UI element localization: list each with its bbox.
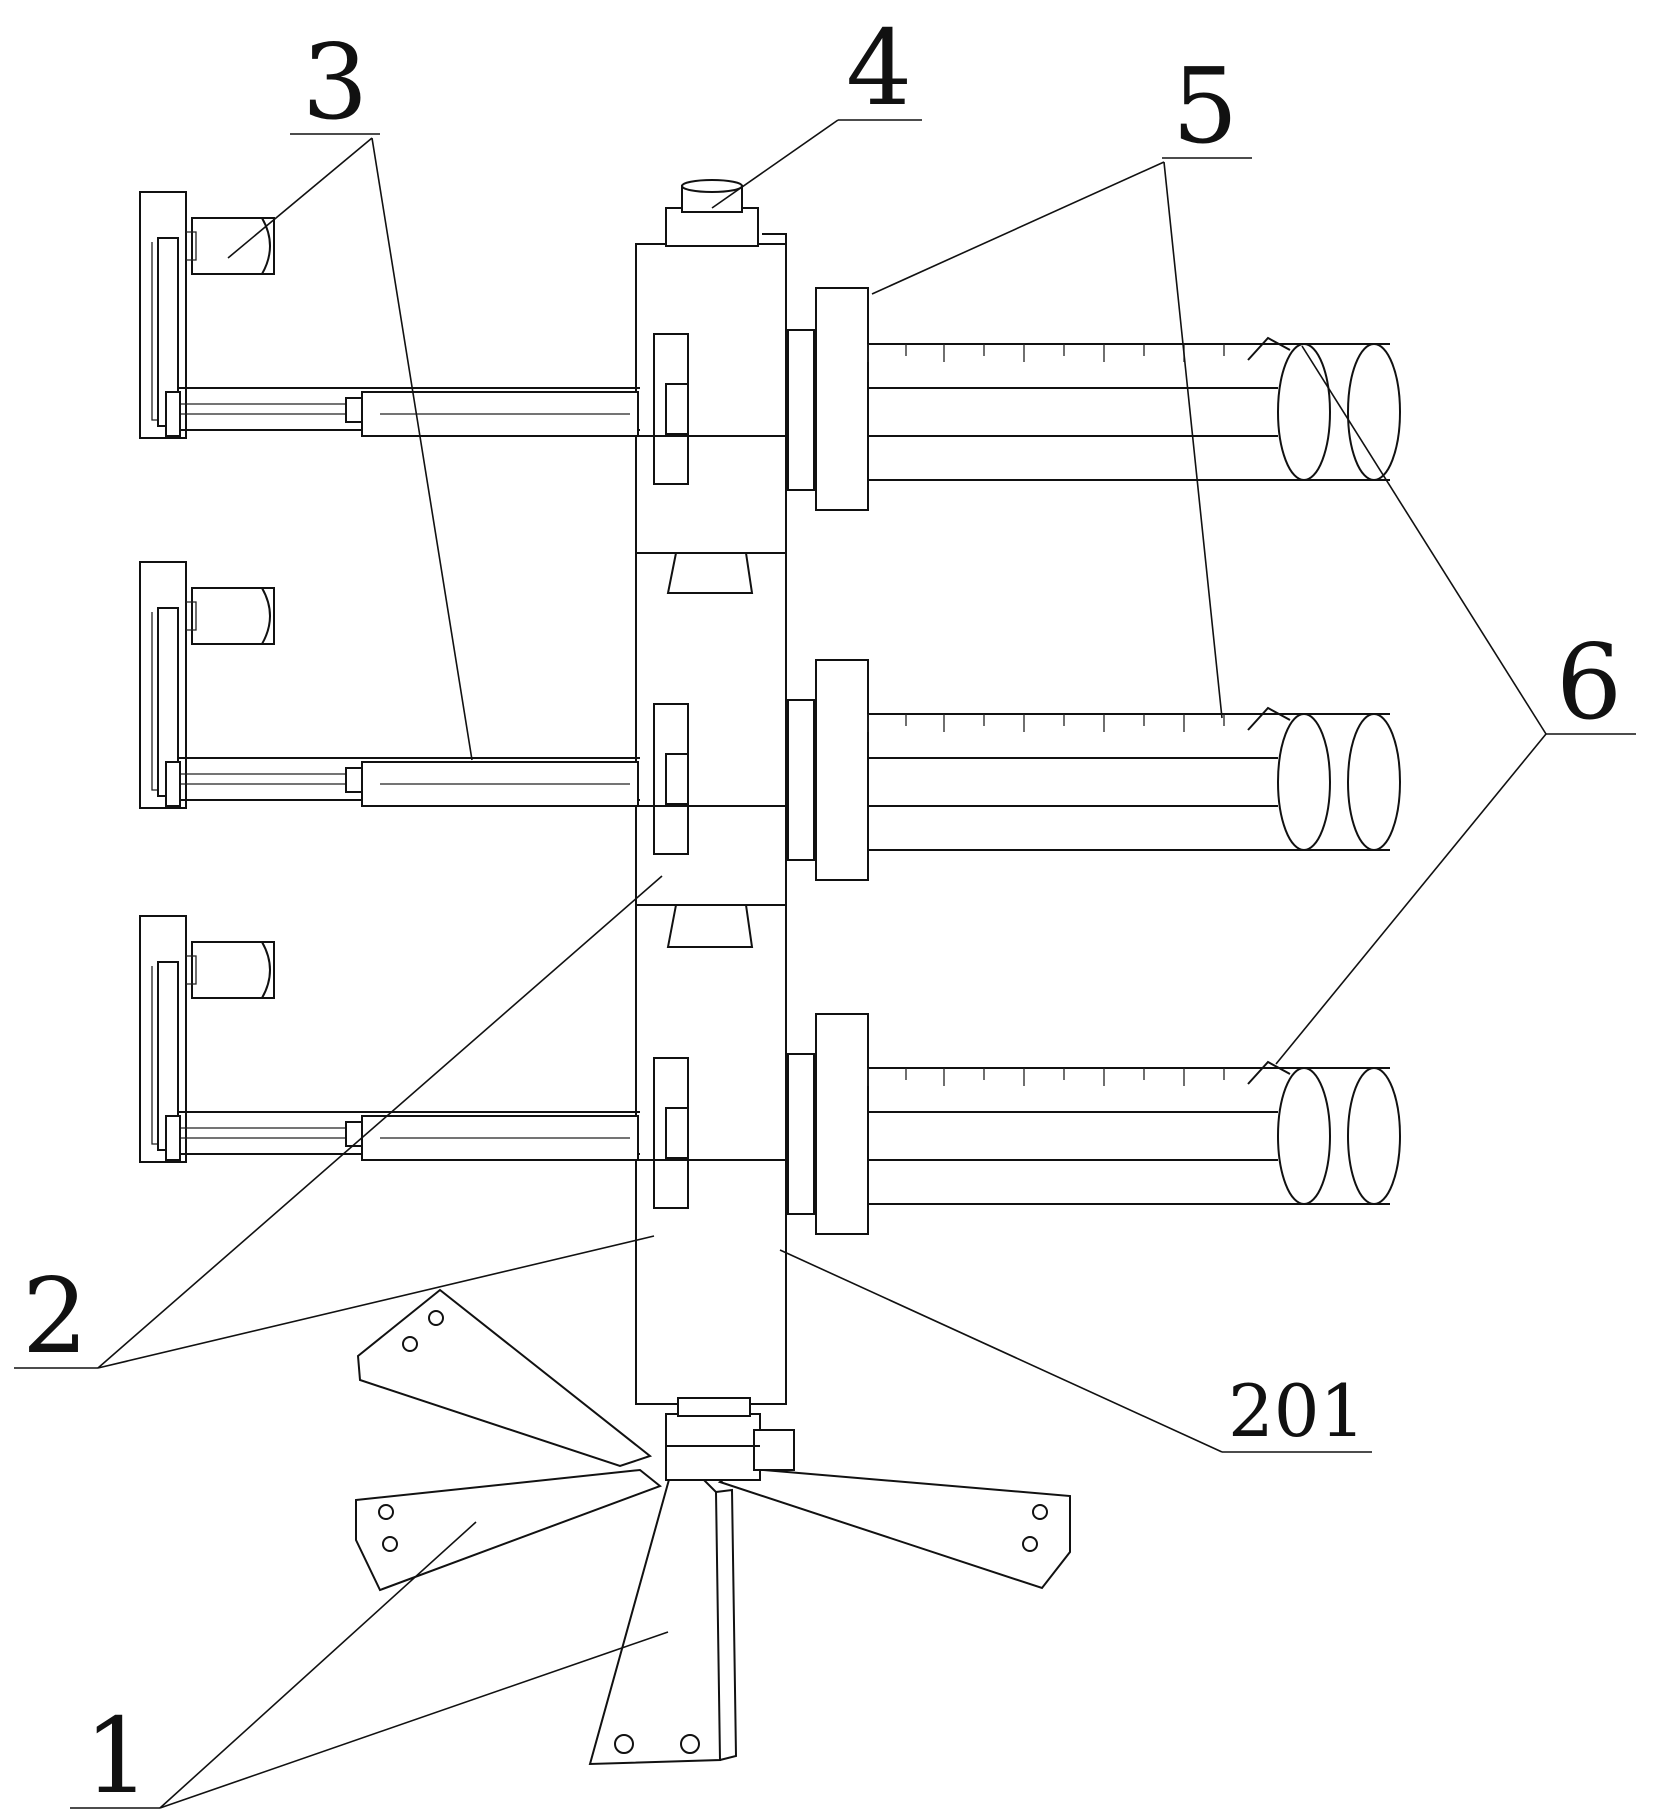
callout-201: 201 (1228, 1369, 1365, 1453)
callout-2: 2 (22, 1255, 88, 1377)
arm-assembly-row-2 (139, 561, 1401, 881)
top-knob (665, 179, 759, 247)
callout-4: 4 (846, 7, 912, 129)
base-legs (355, 1288, 1071, 1766)
callout-labels: 3 4 5 6 2 201 1 (22, 7, 1622, 1814)
leader-lines (14, 119, 1636, 1809)
arm-assembly-row-3 (139, 915, 1401, 1235)
callout-6: 6 (1556, 621, 1622, 743)
arm-assembly-row-1 (139, 191, 1401, 511)
callout-1: 1 (84, 1695, 150, 1814)
callout-3: 3 (302, 21, 368, 143)
callout-5: 5 (1172, 45, 1238, 167)
